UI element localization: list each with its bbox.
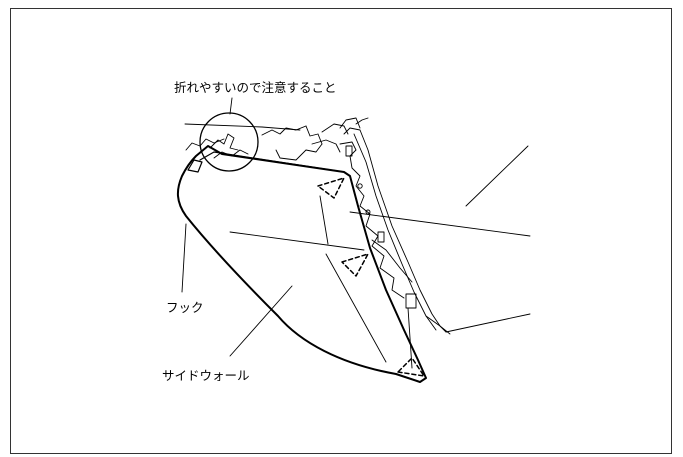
- side-wall-outline: [176, 145, 427, 383]
- machine-frame: [184, 117, 369, 161]
- hook-label: フック: [166, 300, 204, 315]
- leader-hook: [181, 223, 187, 293]
- clip-marker-lower: [397, 357, 425, 377]
- leader-caution: [229, 97, 233, 115]
- hook-tab: [187, 159, 203, 173]
- right-bracket-assembly: [339, 127, 531, 335]
- dashed-triangle-clip-icon: [317, 177, 425, 377]
- hook-detail: [209, 133, 249, 159]
- side-wall-label: サイドウォール: [162, 368, 250, 383]
- figure-frame: [10, 8, 672, 454]
- reference-lines: [229, 145, 531, 369]
- clip-marker-middle: [341, 253, 369, 277]
- leader-side-wall: [229, 285, 293, 357]
- leader-lines: [181, 97, 293, 357]
- magnify-circle-icon: [199, 112, 259, 172]
- clip-marker-upper: [317, 177, 345, 199]
- caution-label: 折れやすいので注意すること: [174, 80, 337, 95]
